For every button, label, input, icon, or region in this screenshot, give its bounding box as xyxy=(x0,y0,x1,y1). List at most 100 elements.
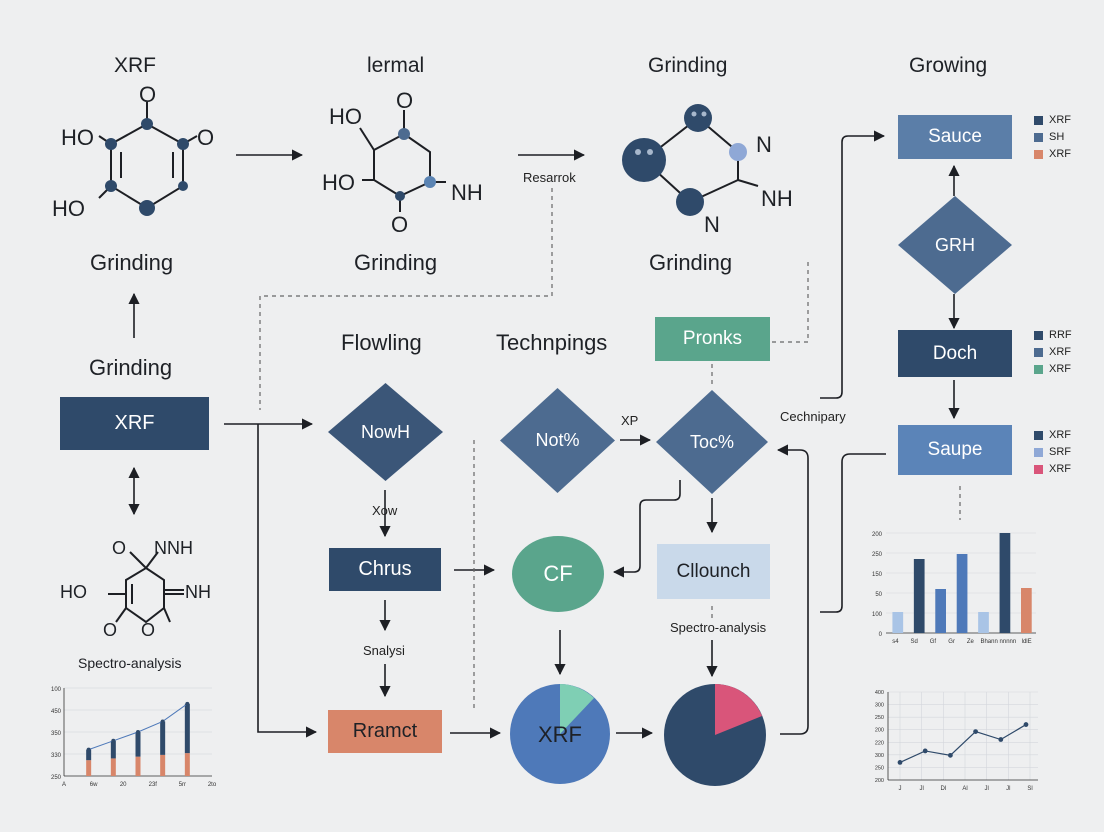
decision-not-pct-label: Not% xyxy=(535,430,580,450)
legend-entry: XRF xyxy=(1034,344,1072,361)
legend-swatch xyxy=(1034,365,1043,374)
legend-entry: SRF xyxy=(1034,444,1071,461)
heading-lermal: lermal xyxy=(367,54,425,77)
legend-1: XRF SH XRF xyxy=(1034,112,1071,163)
legend-label: XRF xyxy=(1049,429,1071,441)
box-chrus[interactable]: Chrus xyxy=(329,548,441,591)
legend-label: XRF xyxy=(1049,363,1071,375)
x-tick-label: J xyxy=(899,786,902,792)
legend-swatch xyxy=(1034,431,1043,440)
x-tick-label: nnnnn xyxy=(1000,639,1017,645)
m3-n-bottom: N xyxy=(704,212,720,237)
decision-grh[interactable]: GRH xyxy=(898,196,1012,294)
circle-cf[interactable]: CF xyxy=(512,536,604,612)
box-cllounch[interactable]: Cllounch xyxy=(657,544,770,599)
legend-label: RRF xyxy=(1049,329,1072,341)
legend-swatch xyxy=(1034,348,1043,357)
y-tick-label: 50 xyxy=(875,592,882,598)
y-tick-label: 200 xyxy=(875,728,884,734)
arrow-note-resarrok: Resarrok xyxy=(523,170,576,185)
y-tick-label: 450 xyxy=(51,709,62,715)
stacked-bar-segment xyxy=(184,703,190,754)
decision-nowh[interactable]: NowH xyxy=(328,383,443,481)
caption-grinding-1: Grinding xyxy=(90,250,174,275)
series-point xyxy=(897,760,903,765)
left-grinding-label: Grinding xyxy=(89,355,173,380)
dashed-resarrok xyxy=(259,188,553,410)
y-tick-label: 0 xyxy=(879,632,883,638)
stacked-bar-segment xyxy=(160,721,166,755)
arrow-to-sauce xyxy=(820,130,886,399)
x-tick-label: 6w xyxy=(90,782,98,788)
trend-point xyxy=(160,719,165,724)
xrf-pie-circle[interactable] xyxy=(508,682,612,786)
legend-label: SH xyxy=(1049,131,1065,143)
legend-swatch xyxy=(1034,331,1043,340)
stacked-bar-segment xyxy=(135,756,141,776)
m4-ho: HO xyxy=(60,582,87,602)
x-tick-label: Jl xyxy=(1006,786,1010,792)
caption-grinding-3: Grinding xyxy=(649,250,733,275)
stacked-bar-segment xyxy=(110,758,116,776)
x-tick-label: s4 xyxy=(892,639,899,645)
box-rramct[interactable]: Rramct xyxy=(328,710,442,753)
x-tick-label: 5rr xyxy=(179,782,186,788)
x-tick-label: Gf xyxy=(930,639,937,645)
legend-label: XRF xyxy=(1049,346,1071,358)
x-tick-label: 2to xyxy=(208,782,217,788)
bar xyxy=(999,533,1011,633)
m1-ho-bottom: HO xyxy=(52,196,85,221)
m1-ho-left: HO xyxy=(61,125,94,150)
arrow-saupe-barchart xyxy=(820,453,886,613)
label-xp: XP xyxy=(621,413,639,428)
molecule-3-diagram xyxy=(622,104,759,216)
bar xyxy=(956,554,968,633)
xrf-box[interactable]: XRF xyxy=(60,397,209,450)
left-spectro-label: Spectro-analysis xyxy=(78,655,182,671)
heading-growing: Growing xyxy=(909,54,988,77)
decision-toc-pct-label: Toc% xyxy=(689,431,734,452)
decision-toc-pct[interactable]: Toc% xyxy=(656,390,768,494)
x-tick-label: A xyxy=(62,782,66,788)
y-tick-label: 100 xyxy=(51,687,62,693)
arrow-tocpct-cf xyxy=(612,480,681,578)
molecule-4-diagram xyxy=(108,551,184,624)
label-cechnipary: Cechnipary xyxy=(780,409,846,424)
bar xyxy=(913,559,925,633)
series-point xyxy=(922,748,928,754)
stacked-bar-segment xyxy=(160,754,166,776)
legend-label: XRF xyxy=(1049,463,1071,475)
y-tick-label: 200 xyxy=(875,778,884,784)
y-tick-label: 250 xyxy=(875,715,884,721)
box-doch[interactable]: Doch xyxy=(898,330,1012,377)
stacked-bar-segment xyxy=(86,749,92,761)
x-tick-label: Jl xyxy=(984,786,988,792)
label-technpings: Technpings xyxy=(496,330,608,355)
x-tick-label: Bhann xyxy=(980,639,997,645)
legend-label: XRF xyxy=(1049,114,1071,126)
heading-xrf: XRF xyxy=(114,54,156,77)
box-saupe[interactable]: Saupe xyxy=(898,425,1012,475)
pie-chart-dark xyxy=(664,684,766,786)
box-sauce[interactable]: Sauce xyxy=(898,115,1012,159)
y-tick-label: 300 xyxy=(875,753,884,759)
legend-entry: XRF xyxy=(1034,361,1072,378)
trend-point xyxy=(136,730,140,734)
stacked-bar-segment xyxy=(135,732,141,757)
y-tick-label: 220 xyxy=(875,740,884,746)
m2-ho-mid: HO xyxy=(322,170,355,195)
x-tick-label: Al xyxy=(962,786,967,792)
x-tick-label: 23f xyxy=(149,782,158,788)
decision-grh-label: GRH xyxy=(935,234,975,255)
legend-label: XRF xyxy=(1049,148,1071,160)
box-pronks[interactable]: Pronks xyxy=(655,317,770,361)
m1-o-top: O xyxy=(139,82,157,107)
y-tick-label: 400 xyxy=(875,690,884,696)
decision-not-pct[interactable]: Not% xyxy=(500,388,615,493)
legend-swatch xyxy=(1034,150,1043,159)
y-tick-label: 330 xyxy=(51,753,62,759)
legend-entry: XRF xyxy=(1034,112,1071,129)
x-tick-label: 20 xyxy=(120,782,127,788)
